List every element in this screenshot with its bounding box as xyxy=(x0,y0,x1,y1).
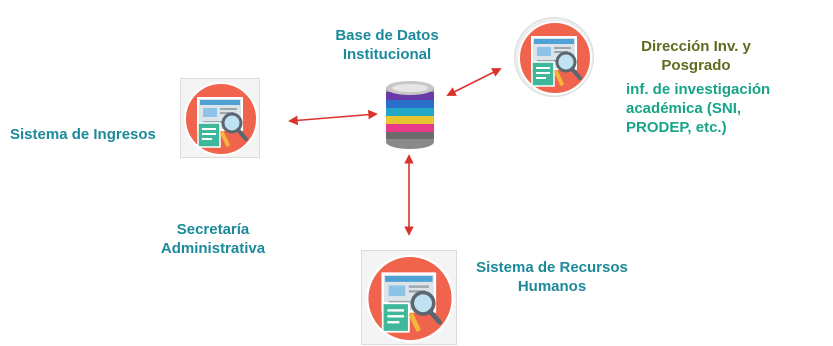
direccion-title-line1: Dirección Inv. y xyxy=(641,38,751,55)
direccion-detail-line1: inf. de investigación xyxy=(626,81,771,98)
secretaria-label: Secretaría Administrativa xyxy=(148,220,278,258)
document-magnifier-icon xyxy=(366,254,454,343)
ingresos-node xyxy=(180,78,260,158)
rh-title: Sistema de Recursos Humanos xyxy=(462,258,642,296)
ingresos-label: Sistema de Ingresos xyxy=(10,126,156,143)
rh-title-line2: Humanos xyxy=(517,278,587,295)
secretaria-line2: Administrativa xyxy=(160,240,266,257)
hub-title-line1: Base de Datos xyxy=(335,27,439,44)
database-icon xyxy=(386,81,434,149)
hub-title: Base de Datos Institucional xyxy=(318,26,456,64)
document-magnifier-icon xyxy=(184,82,258,156)
hub-title-line2: Institucional xyxy=(342,46,432,63)
document-magnifier-icon xyxy=(518,21,592,95)
rh-title-line1: Sistema de Recursos xyxy=(476,259,628,276)
direccion-detail-line2: académica (SNI, xyxy=(626,100,742,117)
arrow-hub-ingresos xyxy=(288,109,378,126)
direccion-detail-line3: PRODEP, etc.) xyxy=(626,119,727,136)
direccion-title: Dirección Inv. y Posgrado xyxy=(620,37,772,75)
direccion-title-line2: Posgrado xyxy=(661,57,731,74)
rh-node xyxy=(361,250,457,345)
arrow-hub-direccion xyxy=(446,68,502,96)
direccion-node xyxy=(514,17,594,97)
direccion-detail: inf. de investigación académica (SNI, PR… xyxy=(626,80,770,137)
secretaria-line1: Secretaría xyxy=(176,221,250,238)
